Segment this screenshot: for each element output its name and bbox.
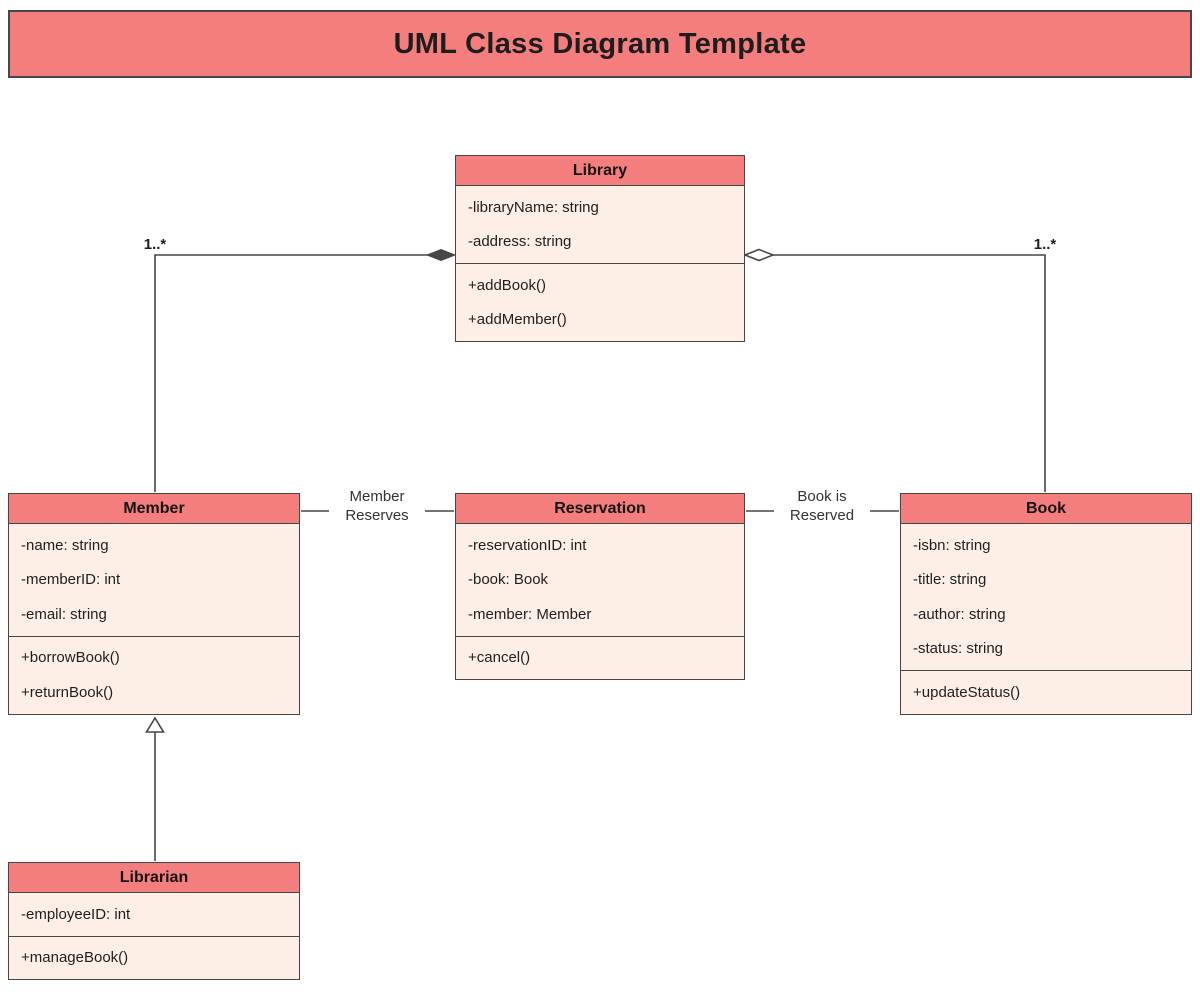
association-label-line: Reserves (345, 507, 409, 524)
class-attribute: -isbn: string (913, 536, 991, 554)
class-member-methods: +borrowBook() +returnBook() (9, 635, 299, 714)
class-method: +addMember() (468, 311, 567, 329)
inheritance-triangle-icon (145, 716, 165, 733)
class-library-name: Library (456, 156, 744, 186)
class-library-methods: +addBook() +addMember() (456, 263, 744, 341)
class-attribute: -email: string (21, 605, 107, 623)
class-attribute: -title: string (913, 571, 987, 589)
hollow-diamond-icon (742, 248, 776, 262)
association-label-line: Member (349, 488, 405, 505)
class-library-attributes: -libraryName: string -address: string (456, 186, 744, 263)
class-member: Member -name: string -memberID: int -ema… (8, 493, 300, 715)
class-librarian-methods: +manageBook() (9, 935, 299, 980)
class-book-name: Book (901, 494, 1191, 524)
multiplicity-label-library-member: 1..* (130, 236, 180, 254)
class-method: +returnBook() (21, 683, 114, 701)
class-reservation-methods: +cancel() (456, 635, 744, 680)
class-method: +manageBook() (21, 949, 129, 967)
class-librarian: Librarian -employeeID: int +manageBook() (8, 862, 300, 980)
class-librarian-attributes: -employeeID: int (9, 893, 299, 936)
class-member-name: Member (9, 494, 299, 524)
class-attribute: -reservationID: int (468, 536, 587, 554)
association-label-line: Reserved (789, 507, 855, 524)
association-label-line: Book is (797, 488, 847, 505)
filled-diamond-icon (425, 248, 457, 262)
class-book: Book -isbn: string -title: string -autho… (900, 493, 1192, 715)
class-attribute: -libraryName: string (468, 198, 599, 216)
class-reservation-attributes: -reservationID: int -book: Book -member:… (456, 524, 744, 636)
diagram-title: UML Class Diagram Template (393, 27, 807, 60)
class-librarian-name: Librarian (9, 863, 299, 893)
class-attribute: -address: string (468, 233, 572, 251)
association-label-member-reserves: Member Reserves (329, 487, 425, 525)
class-attribute: -author: string (913, 605, 1006, 623)
class-method: +addBook() (468, 276, 546, 294)
composition-connector-library-member (154, 254, 450, 492)
class-method: +updateStatus() (913, 683, 1021, 701)
class-member-attributes: -name: string -memberID: int -email: str… (9, 524, 299, 636)
class-book-attributes: -isbn: string -title: string -author: st… (901, 524, 1191, 670)
class-attribute: -status: string (913, 640, 1004, 658)
class-attribute: -memberID: int (21, 571, 121, 589)
class-attribute: -book: Book (468, 571, 549, 589)
class-method: +borrowBook() (21, 649, 120, 667)
class-attribute: -member: Member (468, 605, 592, 623)
diagram-title-banner: UML Class Diagram Template (8, 10, 1192, 78)
aggregation-connector-library-book (773, 254, 1046, 492)
association-label-book-is-reserved: Book is Reserved (774, 487, 870, 525)
class-attribute: -employeeID: int (21, 905, 131, 923)
class-reservation-name: Reservation (456, 494, 744, 524)
class-library: Library -libraryName: string -address: s… (455, 155, 745, 342)
class-method: +cancel() (468, 649, 531, 667)
class-attribute: -name: string (21, 536, 109, 554)
class-book-methods: +updateStatus() (901, 670, 1191, 714)
class-reservation: Reservation -reservationID: int -book: B… (455, 493, 745, 680)
multiplicity-label-library-book: 1..* (1020, 236, 1070, 254)
